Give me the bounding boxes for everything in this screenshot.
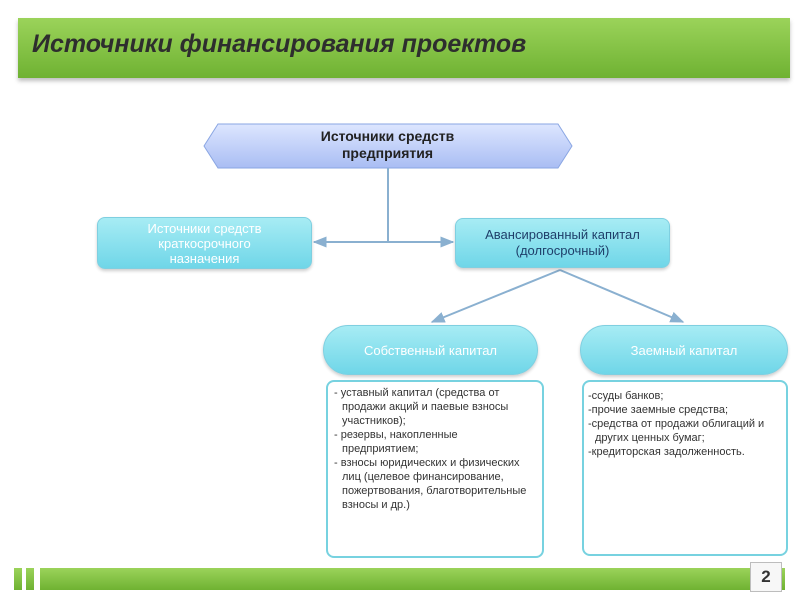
- borrowed-capital-list: -ссуды банков; -прочие заемные средства;…: [582, 380, 788, 556]
- header-bar: Источники финансирования проектов: [18, 18, 790, 78]
- list-item: - резервы, накопленные предприятием;: [334, 429, 458, 455]
- footer-tick-1: [14, 568, 22, 590]
- borrowed-capital-node: Заемный капитал: [580, 325, 788, 375]
- long-term-node: Авансированный капитал (долгосрочный): [455, 218, 670, 268]
- footer-bar: [40, 568, 785, 590]
- diagram-connectors: [203, 123, 685, 323]
- own-capital-node: Собственный капитал: [323, 325, 538, 375]
- own-capital-list: - уставный капитал (средства от продажи …: [326, 380, 544, 558]
- list-item: -ссуды банков;: [588, 390, 664, 402]
- page-number-badge: 2: [750, 562, 782, 592]
- root-node: Источники средств предприятия: [320, 128, 455, 161]
- short-term-node: Источники средств краткосрочного назначе…: [97, 217, 312, 269]
- list-item: -кредиторская задолженность.: [588, 446, 745, 458]
- arrow-to-own-capital: [430, 269, 561, 323]
- list-item: - взносы юридических и физических лиц (ц…: [334, 457, 527, 511]
- footer-tick-2: [26, 568, 34, 590]
- list-item: -средства от продажи облигаций и других …: [588, 418, 765, 444]
- root-node-shape: [203, 123, 573, 169]
- list-item: - уставный капитал (средства от продажи …: [334, 387, 509, 427]
- page-title: Источники финансирования проектов: [32, 30, 527, 58]
- arrow-to-borrowed-capital: [559, 269, 685, 323]
- list-item: -прочие заемные средства;: [588, 404, 729, 416]
